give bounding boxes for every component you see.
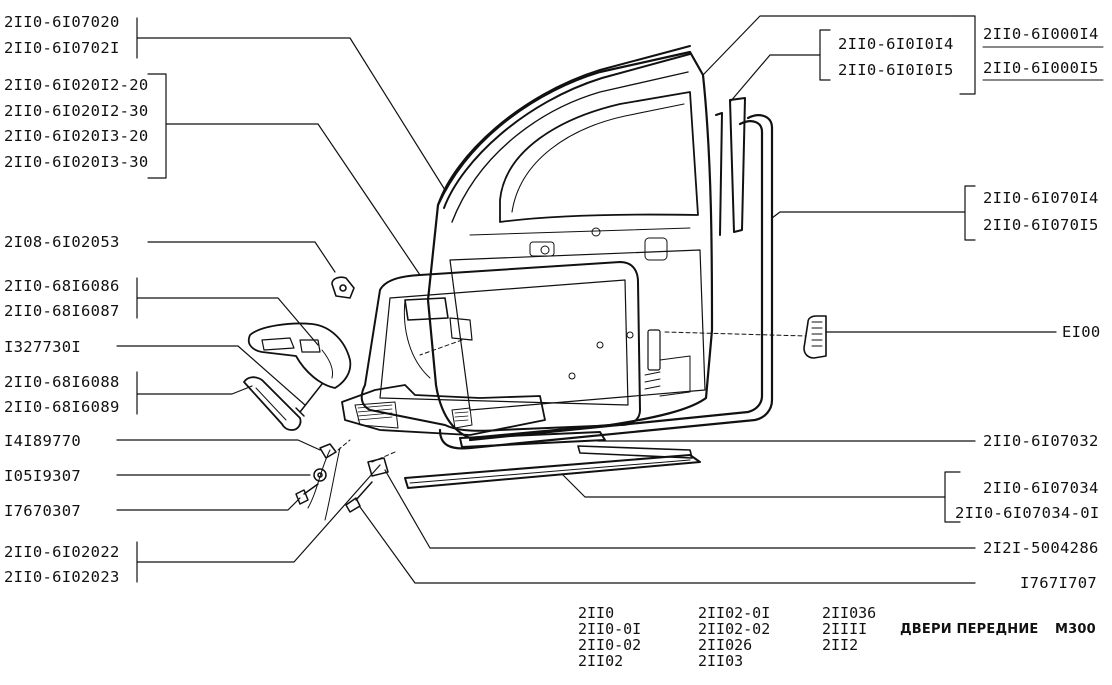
window-weatherstrip	[437, 45, 691, 209]
label-speaker-grille: EI00	[1062, 323, 1101, 341]
model-item: 2II02	[578, 652, 624, 670]
speaker-grille	[803, 315, 827, 359]
label-washer: I05I9307	[4, 467, 82, 485]
glass-run-channel	[715, 97, 746, 236]
model-item: 2II2	[822, 636, 859, 654]
label-glass-run-right: 2II0-6I0I0I5	[838, 61, 954, 79]
lock-button	[331, 276, 355, 299]
leader-lines	[116, 15, 1057, 584]
label-window-weatherstrip-right: 2II0-6I0702I	[4, 39, 120, 57]
door-seal	[438, 114, 774, 450]
fasteners	[295, 443, 389, 513]
inner-handle-bezel	[247, 322, 352, 389]
model-item: 2II03	[698, 652, 744, 670]
label-armrest-right: 2II0-6I02023	[4, 568, 120, 586]
label-molding-strip-1: 2II0-6I07034	[983, 479, 1099, 497]
section-title: ДВЕРИ ПЕРЕДНИЕ	[900, 622, 1039, 637]
label-molding-strip-2: 2II0-6I07034-0I	[955, 504, 1100, 522]
label-door-seal-right: 2II0-6I070I5	[983, 216, 1099, 234]
label-self-tapping-screw: I767I707	[1020, 574, 1098, 592]
label-pull-handle-left: 2II0-68I6088	[4, 373, 120, 391]
model-item: 2II02-02	[698, 620, 771, 638]
label-lower-molding: 2II0-6I07032	[983, 432, 1099, 450]
label-trim-panel-4: 2II0-6I020I3-30	[4, 153, 149, 171]
label-screw: I327730I	[4, 338, 82, 356]
door-trim-panel	[341, 261, 641, 436]
arc-hint-1	[307, 449, 331, 509]
label-handle-bezel-right: 2II0-68I6087	[4, 302, 120, 320]
label-trim-panel-3: 2II0-6I020I3-20	[4, 127, 149, 145]
model-item: 2II036	[822, 604, 877, 622]
label-door-right: 2II0-6I000I5	[983, 59, 1099, 77]
pull-handle	[243, 376, 302, 431]
label-screw-small: I7670307	[4, 502, 82, 520]
sheet-code: М300	[1055, 622, 1096, 637]
lower-molding	[404, 431, 701, 489]
model-item: 2II02-0I	[698, 604, 771, 622]
model-item: 2II0-02	[578, 636, 642, 654]
label-door-seal-left: 2II0-6I070I4	[983, 189, 1099, 207]
model-item: 2II026	[698, 636, 753, 654]
label-clip: I4I89770	[4, 432, 82, 450]
label-door-left: 2II0-6I000I4	[983, 25, 1099, 43]
model-item: 2IIII	[822, 620, 868, 638]
label-glass-run-left: 2II0-6I0I0I4	[838, 35, 954, 53]
arc-hint-2	[324, 447, 341, 521]
label-armrest-left: 2II0-6I02022	[4, 543, 120, 561]
label-lock-button: 2I08-6I02053	[4, 233, 120, 251]
label-trim-panel-1: 2II0-6I020I2-20	[4, 76, 149, 94]
model-item: 2II0	[578, 604, 615, 622]
label-trim-panel-2: 2II0-6I020I2-30	[4, 102, 149, 120]
model-item: 2II0-0I	[578, 620, 642, 638]
label-clip-nut: 2I2I-5004286	[983, 539, 1099, 557]
label-window-weatherstrip-left: 2II0-6I07020	[4, 13, 120, 31]
label-underlines	[982, 46, 1104, 81]
screw-long	[295, 383, 323, 417]
label-handle-bezel-left: 2II0-68I6086	[4, 277, 120, 295]
door-frame	[426, 50, 714, 440]
label-pull-handle-right: 2II0-68I6089	[4, 398, 120, 416]
